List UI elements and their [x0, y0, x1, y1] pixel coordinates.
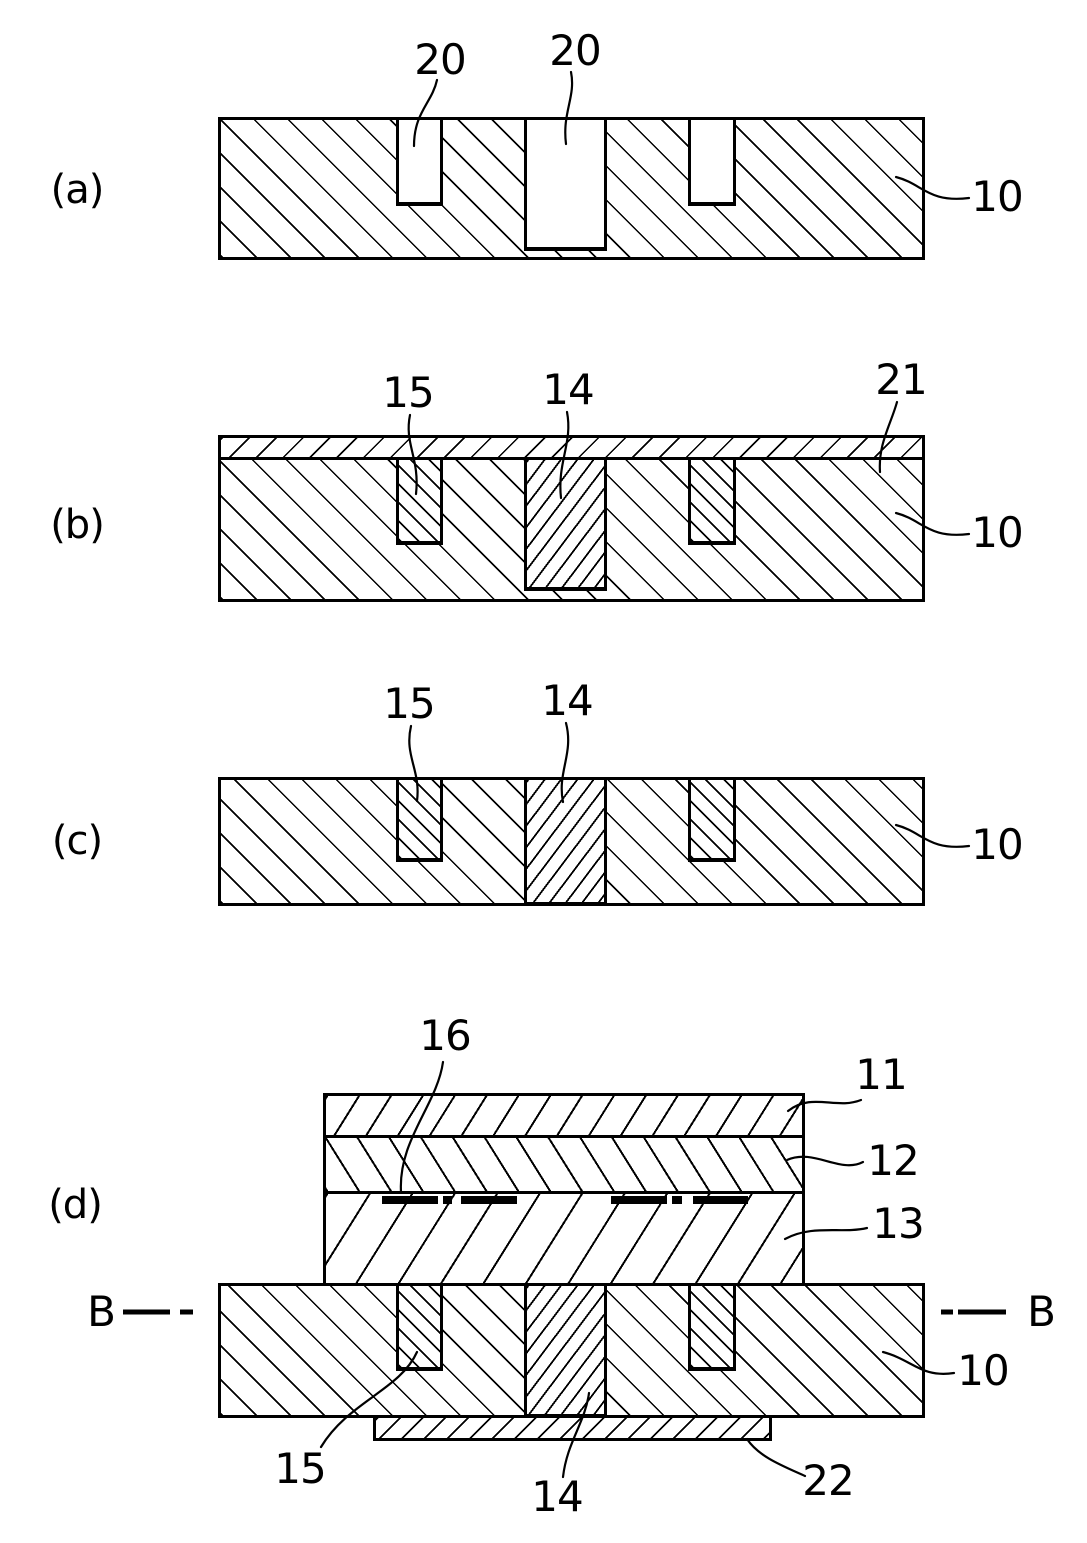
- panel-label-a: (a): [50, 167, 105, 213]
- ref-10-b: 10: [971, 508, 1023, 557]
- layer-11-d: [323, 1093, 805, 1138]
- section-label-b-right: B: [1027, 1287, 1056, 1336]
- ref-14-d: 14: [531, 1472, 583, 1521]
- ref-20-center-a: 20: [549, 26, 601, 75]
- ref-22-d: 22: [802, 1456, 854, 1505]
- leader-22-d: [745, 1437, 807, 1478]
- ref-13-d: 13: [872, 1199, 924, 1248]
- ref-14-c: 14: [541, 676, 593, 725]
- ref-12-d: 12: [867, 1136, 919, 1185]
- back-layer-22-d: [373, 1415, 772, 1441]
- ref-15-c: 15: [383, 679, 435, 728]
- cap-layer-21-b: [218, 435, 925, 460]
- ref-16-d: 16: [419, 1011, 471, 1060]
- filled-trench-right-c: [688, 780, 736, 862]
- ref-10-c: 10: [971, 820, 1023, 869]
- filled-trench-right-b: [688, 460, 736, 545]
- ref-14-b: 14: [542, 365, 594, 414]
- layer-12-d: [323, 1135, 805, 1194]
- layer-13-d: [323, 1191, 805, 1286]
- filled-trench-15-b: [396, 460, 443, 545]
- panel-label-b: (b): [50, 502, 105, 548]
- trench-20-center-a: [524, 120, 607, 251]
- section-label-b-left: B: [87, 1287, 116, 1336]
- ref-21-b: 21: [875, 355, 927, 404]
- ref-11-d: 11: [855, 1050, 907, 1099]
- trench-right-a: [688, 120, 736, 206]
- trench-20-left-a: [396, 120, 443, 206]
- panel-label-c: (c): [51, 818, 103, 864]
- ref-15-d: 15: [274, 1444, 326, 1493]
- ref-10-d: 10: [957, 1346, 1009, 1395]
- through-via-14-d: [524, 1286, 607, 1418]
- ref-20-left-a: 20: [414, 35, 466, 84]
- filled-trench-right-d: [688, 1286, 736, 1371]
- filled-trench-15-c: [396, 780, 443, 862]
- panel-label-d: (d): [48, 1182, 103, 1228]
- filled-trench-14-b: [524, 460, 607, 591]
- ref-15-b: 15: [382, 368, 434, 417]
- ref-10-a: 10: [971, 172, 1023, 221]
- filled-trench-15-d: [396, 1286, 443, 1371]
- through-via-14-c: [524, 780, 607, 906]
